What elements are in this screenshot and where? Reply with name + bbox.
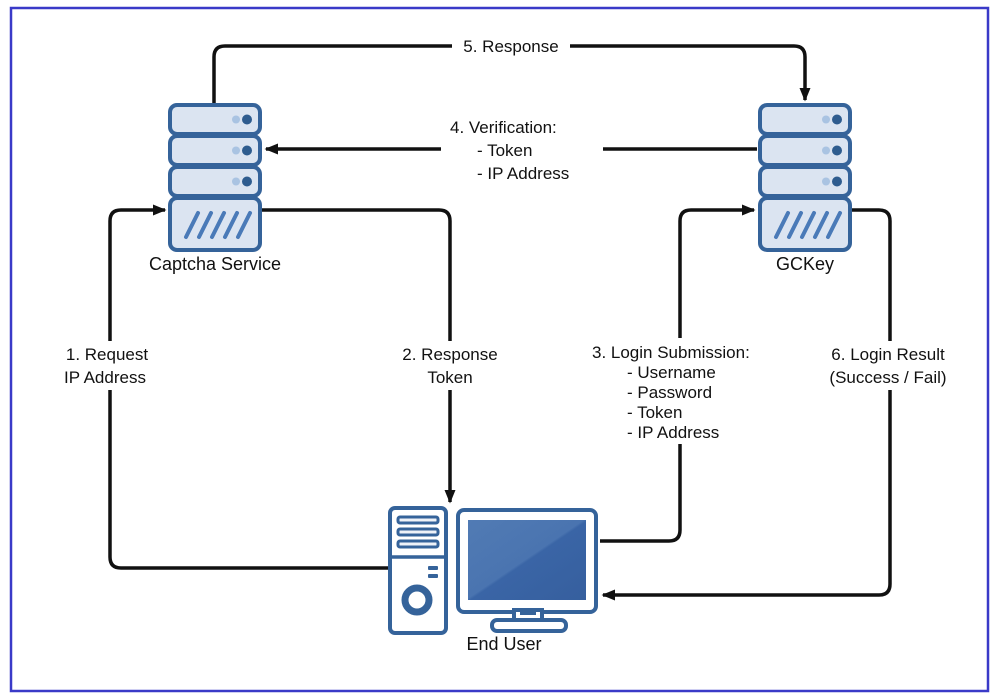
server-led-dots [822,114,842,187]
flow-3-label-line1: 3. Login Submission: [592,343,750,362]
server-icon [758,103,852,252]
gckey-node: GCKey [758,103,852,274]
server-vent-slashes [184,211,252,239]
captcha-service-node: Captcha Service [149,103,281,274]
flow-3-label-line4: - Token [627,403,682,422]
server-vent-slashes [774,211,842,239]
flow-3-label-line3: - Password [627,383,712,402]
server-icon [168,103,262,252]
flow-5-label: 5. Response [463,37,558,56]
flow-6-label-line2: (Success / Fail) [829,368,946,387]
server-led-dots [232,114,252,187]
flow-6-label-line1: 6. Login Result [831,345,945,364]
page-border [9,6,990,693]
captcha-service-label: Captcha Service [149,254,281,274]
flow-4-label-line1: 4. Verification: [450,118,557,137]
gckey-label: GCKey [776,254,834,274]
flow-1-label-line1: 1. Request [66,345,148,364]
end-user-node: End User [388,506,598,654]
flow-labels: 1. Request IP Address 2. Response Token … [64,37,947,442]
flow-label-backgrounds [52,34,960,444]
flow-6-login-result-path [601,208,892,601]
flow-4-label-line3: - IP Address [477,164,569,183]
monitor-screen [468,520,586,600]
flow-3-label-line2: - Username [627,363,716,382]
flow-2-label-line1: 2. Response [402,345,497,364]
desktop-tower-icon [388,506,448,635]
flow-3-label-line5: - IP Address [627,423,719,442]
flow-arrows [108,44,892,601]
flow-4-label-line2: - Token [477,141,532,160]
flow-2-label-line2: Token [427,368,472,387]
monitor-icon [456,508,598,633]
end-user-label: End User [466,634,541,654]
flow-1-label-line2: IP Address [64,368,146,387]
flow-2-response-token-path [260,208,456,504]
